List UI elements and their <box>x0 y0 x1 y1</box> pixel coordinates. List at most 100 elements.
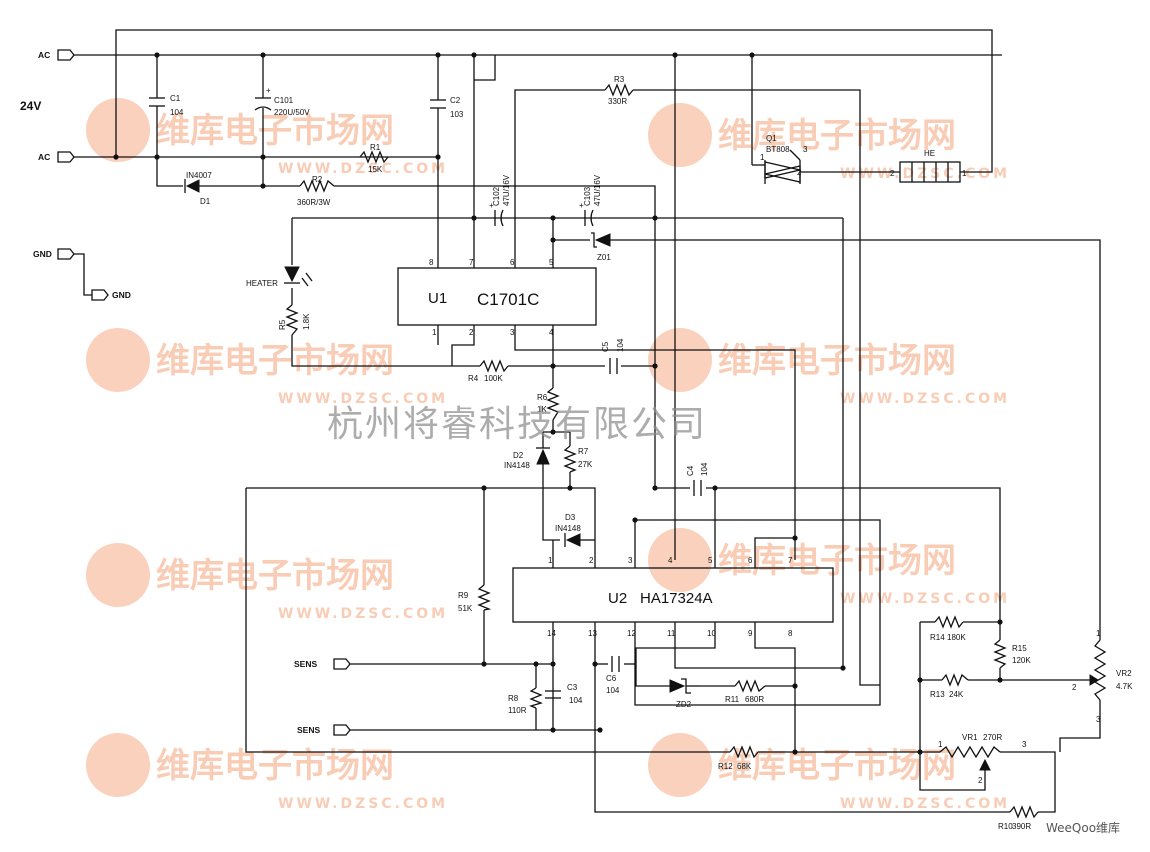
svg-text:104: 104 <box>700 462 709 476</box>
svg-text:4.7K: 4.7K <box>1116 682 1133 691</box>
svg-text:R4: R4 <box>468 374 479 383</box>
resistor-r9: R9 51K <box>458 584 492 613</box>
svg-text:3: 3 <box>803 145 808 154</box>
svg-text:24K: 24K <box>949 690 964 699</box>
svg-text:3: 3 <box>1022 740 1027 749</box>
svg-text:R3: R3 <box>614 75 625 84</box>
svg-text:7: 7 <box>469 258 474 267</box>
svg-text:14: 14 <box>547 629 556 638</box>
svg-text:6: 6 <box>510 258 515 267</box>
svg-text:R2: R2 <box>312 175 323 184</box>
svg-text:U1: U1 <box>428 290 447 307</box>
svg-text:WWW.DZSC.COM: WWW.DZSC.COM <box>278 391 448 407</box>
svg-text:103: 103 <box>450 110 464 119</box>
svg-text:ZD2: ZD2 <box>676 700 692 709</box>
svg-text:104: 104 <box>606 686 620 695</box>
resistor-r3: R3 330R <box>604 75 634 106</box>
company-name: 杭州将睿科技有限公司 <box>327 404 707 445</box>
capacitor-c2: C2 103 <box>430 96 464 119</box>
svg-text:维库电子市场网: 维库电子市场网 <box>156 111 394 151</box>
svg-text:4: 4 <box>549 328 554 337</box>
gnd-port-out: GND <box>91 289 131 301</box>
diode-d2: D2 IN4148 <box>504 447 550 470</box>
svg-text:VR1: VR1 <box>962 733 978 742</box>
svg-text:VR2: VR2 <box>1116 669 1132 678</box>
sens-port-1: SENS <box>294 658 351 670</box>
capacitor-c4: C4 104 <box>686 462 709 496</box>
svg-text:C1701C: C1701C <box>477 290 539 309</box>
wires <box>74 29 1101 813</box>
svg-text:R14: R14 <box>930 633 945 642</box>
ac-port-2: AC <box>38 151 75 163</box>
svg-text:+: + <box>579 201 584 210</box>
svg-text:104: 104 <box>569 696 583 705</box>
svg-text:D3: D3 <box>565 513 576 522</box>
svg-text:360R/3W: 360R/3W <box>297 198 331 207</box>
zener-zd2: ZD2 <box>669 678 700 709</box>
resistor-r12: R12 68K <box>718 745 759 771</box>
svg-text:维库电子市场网: 维库电子市场网 <box>156 746 394 786</box>
svg-text:100K: 100K <box>484 374 503 383</box>
svg-text:C101: C101 <box>274 96 294 105</box>
svg-text:R7: R7 <box>578 447 589 456</box>
svg-text:WWW.DZSC.COM: WWW.DZSC.COM <box>278 796 448 812</box>
svg-text:3: 3 <box>510 328 515 337</box>
resistor-r8: R8 110R <box>508 687 543 715</box>
svg-text:120K: 120K <box>1012 656 1031 665</box>
watermark-logo: 维库电子市场网 WWW.DZSC.COM <box>648 103 1010 182</box>
capacitor-c5: C5 104 <box>601 338 625 374</box>
svg-text:3: 3 <box>1096 715 1101 724</box>
ic-u2: U2 HA17324A 1 2 3 4 5 6 7 14 13 12 11 10… <box>512 540 834 638</box>
svg-text:2: 2 <box>1072 683 1077 692</box>
gnd-port-in: GND <box>33 248 75 260</box>
svg-text:13: 13 <box>588 629 597 638</box>
svg-text:Z01: Z01 <box>597 253 611 262</box>
svg-text:Q1: Q1 <box>766 134 777 143</box>
zener-z01: Z01 <box>591 232 611 262</box>
svg-text:8: 8 <box>429 258 434 267</box>
capacitor-c101: + C101 220U/50V <box>254 86 310 117</box>
svg-text:8: 8 <box>788 629 793 638</box>
svg-text:C4: C4 <box>686 465 695 476</box>
svg-text:1: 1 <box>1096 629 1101 638</box>
svg-text:维库电子市场网: 维库电子市场网 <box>156 341 394 381</box>
svg-text:5: 5 <box>549 258 554 267</box>
watermark-logo: 维库电子市场网 WWW.DZSC.COM <box>648 733 1007 812</box>
svg-text:6: 6 <box>748 556 753 565</box>
svg-text:1: 1 <box>962 169 967 178</box>
svg-text:R10: R10 <box>998 822 1013 831</box>
svg-text:1: 1 <box>432 328 437 337</box>
svg-text:27K: 27K <box>578 460 593 469</box>
triac-q1: 1 3 2 Q1 BT808 <box>752 134 808 184</box>
watermark-logo: 维库电子市场网 WWW.DZSC.COM <box>648 528 1010 607</box>
watermark-logo: 维库电子市场网 WWW.DZSC.COM <box>648 328 1010 407</box>
capacitor-c103: + C103 47U/16V <box>579 174 602 227</box>
svg-text:180K: 180K <box>947 633 966 642</box>
svg-text:R15: R15 <box>1012 644 1027 653</box>
svg-text:2: 2 <box>978 776 983 785</box>
svg-text:HEATER: HEATER <box>246 279 278 288</box>
svg-text:IN4148: IN4148 <box>504 461 530 470</box>
svg-text:C5: C5 <box>601 341 610 352</box>
svg-text:WWW.DZSC.COM: WWW.DZSC.COM <box>840 391 1010 407</box>
svg-text:D1: D1 <box>200 197 211 206</box>
svg-text:维库电子市场网: 维库电子市场网 <box>718 116 956 156</box>
svg-text:AC: AC <box>38 50 50 60</box>
svg-text:680R: 680R <box>745 695 764 704</box>
supply-voltage-label: 24V <box>20 99 41 113</box>
svg-text:IN4007: IN4007 <box>186 171 212 180</box>
svg-text:390R: 390R <box>1012 822 1031 831</box>
svg-text:2: 2 <box>890 169 895 178</box>
svg-text:WWW.DZSC.COM: WWW.DZSC.COM <box>278 606 448 622</box>
svg-text:WWW.DZSC.COM: WWW.DZSC.COM <box>840 591 1010 607</box>
resistor-r14: R14 180K <box>930 615 966 642</box>
capacitor-c3: C3 104 <box>545 683 583 705</box>
svg-text:68K: 68K <box>737 762 752 771</box>
resistor-r11: R11 680R <box>725 679 766 704</box>
ac-port-1: AC <box>38 49 75 61</box>
resistor-r2: R2 360R/3W <box>297 175 335 207</box>
led-heater: HEATER <box>246 266 313 288</box>
svg-text:D2: D2 <box>513 451 524 460</box>
svg-text:SENS: SENS <box>297 725 320 735</box>
svg-text:WWW.DZSC.COM: WWW.DZSC.COM <box>840 166 1010 182</box>
